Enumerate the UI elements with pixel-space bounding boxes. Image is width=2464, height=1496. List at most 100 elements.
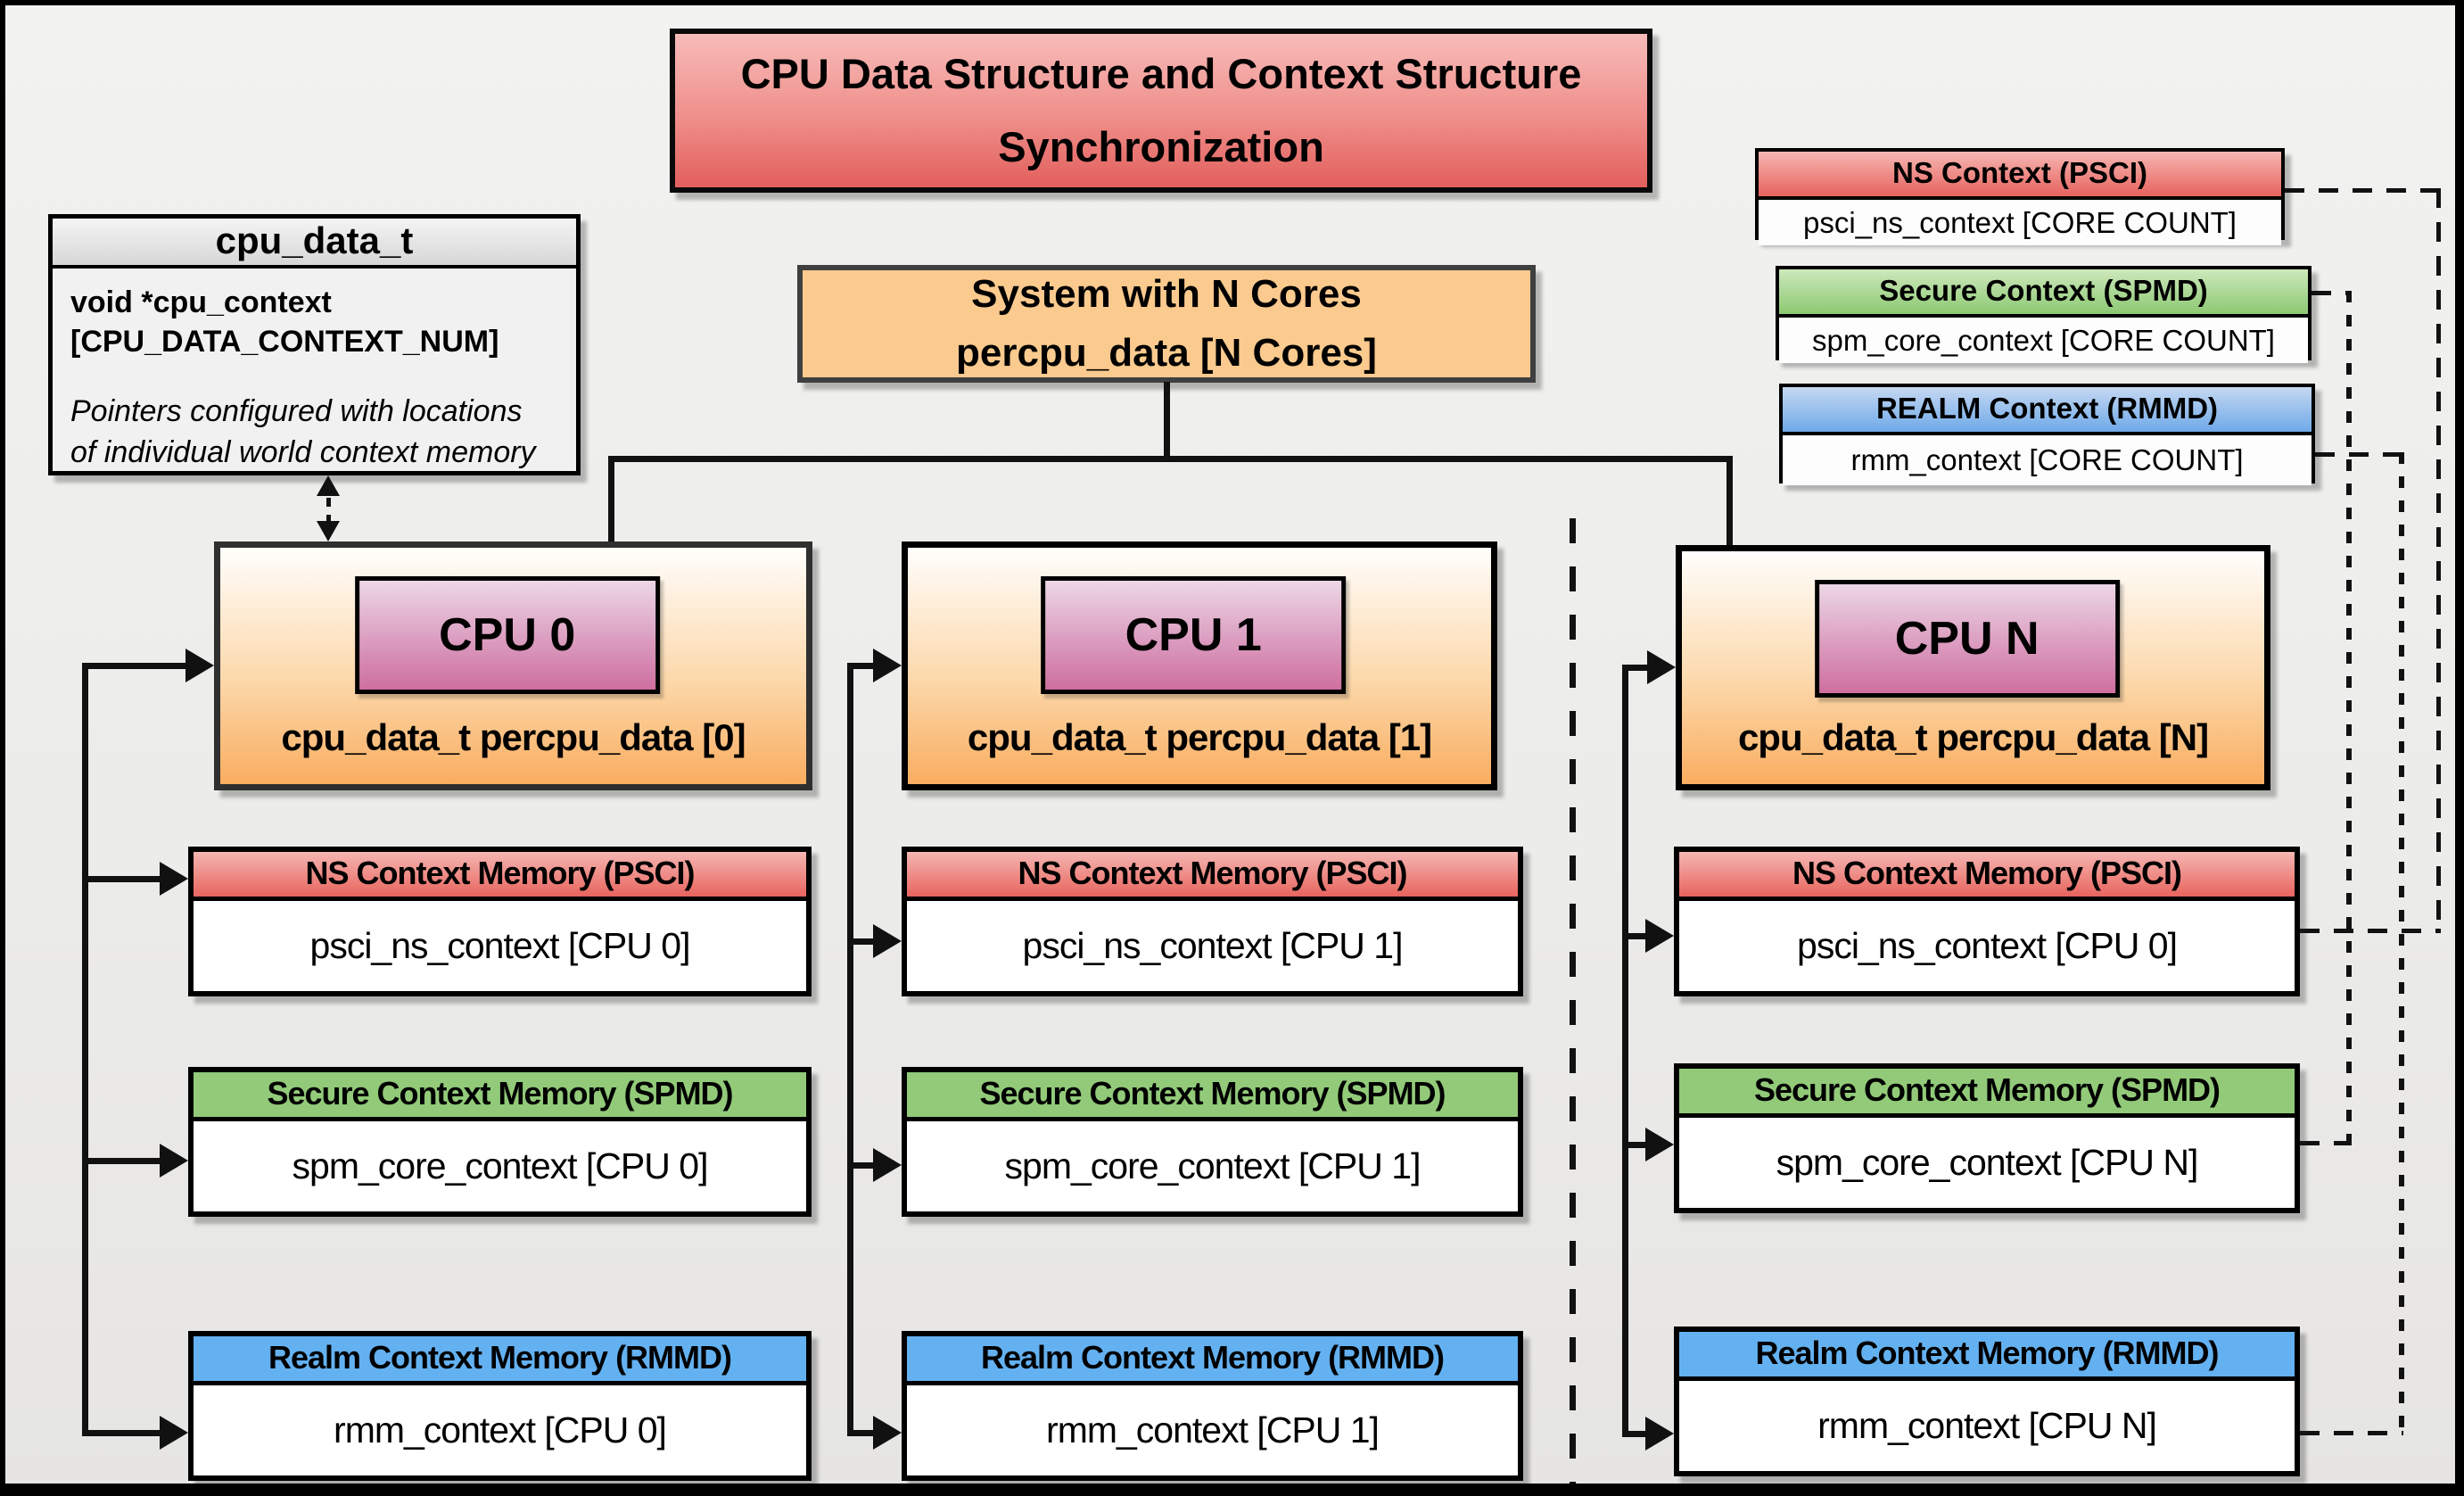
cpun-secure-context-box: Secure Context Memory (SPMD) spm_core_co… — [1674, 1063, 2300, 1213]
legend-secure-header: Secure Context (SPMD) — [1779, 269, 2308, 318]
cpu1-ns-context-header: NS Context Memory (PSCI) — [907, 852, 1518, 901]
cpu1-realm-context-header: Realm Context Memory (RMMD) — [907, 1336, 1518, 1385]
cpu-context-field-line2: [CPU_DATA_CONTEXT_NUM] — [70, 325, 499, 360]
legend-realm-header: REALM Context (RMMD) — [1783, 387, 2312, 435]
legend-secure-route-vertical — [2346, 291, 2352, 1145]
cpu-context-field-line1: void *cpu_context — [70, 285, 332, 319]
cpu1-secure-context-box: Secure Context Memory (SPMD) spm_core_co… — [902, 1067, 1523, 1217]
legend-ns-route-into-cpun — [2300, 929, 2441, 933]
cpun-rail-top-branch — [1622, 665, 1647, 671]
cpu0-ns-context-header: NS Context Memory (PSCI) — [194, 852, 806, 901]
arrow-into-cpu1-secure — [873, 1148, 902, 1182]
legend-ns-context-box: NS Context (PSCI) psci_ns_context [CORE … — [1755, 148, 2285, 245]
legend-secure-route-into-cpun — [2300, 1141, 2351, 1145]
connector-drop-cpu0 — [608, 456, 614, 543]
cpu0-secure-context-box: Secure Context Memory (SPMD) spm_core_co… — [188, 1067, 812, 1217]
cpu1-secure-branch — [851, 1162, 873, 1169]
column-separator-dashed-line — [1570, 518, 1576, 1484]
cpu1-realm-context-body: rmm_context [CPU 1] — [907, 1385, 1518, 1475]
cpu1-rail — [847, 663, 853, 1436]
cpu-data-t-header: cpu_data_t — [53, 219, 576, 269]
arrow-into-cpu0-realm — [160, 1416, 188, 1450]
cpun-rail — [1622, 665, 1628, 1436]
connector-distribution-line — [608, 456, 1733, 462]
cpu1-ns-context-box: NS Context Memory (PSCI) psci_ns_context… — [902, 847, 1523, 996]
double-arrow-up-head — [317, 475, 340, 496]
cpu1-realm-context-box: Realm Context Memory (RMMD) rmm_context … — [902, 1331, 1523, 1481]
struct-note-line1: Pointers configured with locations — [70, 394, 523, 429]
cpun-secure-branch — [1626, 1142, 1645, 1148]
cpu0-realm-context-header: Realm Context Memory (RMMD) — [194, 1336, 806, 1385]
arrow-into-cpu0-box — [185, 649, 214, 682]
legend-realm-body: rmm_context [CORE COUNT] — [1783, 435, 2312, 485]
cpun-realm-branch — [1622, 1431, 1645, 1437]
arrow-into-cpun-ns — [1645, 919, 1674, 953]
connector-drop-cpun — [1726, 456, 1733, 547]
cpu0-realm-context-box: Realm Context Memory (RMMD) rmm_context … — [188, 1331, 812, 1481]
system-box-line1: System with N Cores — [971, 272, 1362, 316]
struct-note-line2: of individual world context memory — [70, 435, 536, 470]
legend-ns-header: NS Context (PSCI) — [1759, 152, 2281, 200]
legend-secure-context-box: Secure Context (SPMD) spm_core_context [… — [1776, 266, 2312, 363]
cpu1-secure-context-body: spm_core_context [CPU 1] — [907, 1121, 1518, 1211]
cpu0-box: CPU 0 cpu_data_t percpu_data [0] — [214, 541, 812, 790]
legend-realm-route-into-cpun — [2300, 1431, 2403, 1435]
cpu1-secure-context-header: Secure Context Memory (SPMD) — [907, 1072, 1518, 1121]
cpu1-label: CPU 1 — [1041, 576, 1347, 694]
arrow-into-cpu1-realm — [873, 1416, 902, 1450]
cpu1-rail-top-branch — [847, 663, 873, 669]
diagram-title-line2: Synchronization — [998, 123, 1324, 170]
cpun-ns-context-header: NS Context Memory (PSCI) — [1679, 852, 2295, 901]
cpu0-rail-top-branch — [82, 663, 185, 669]
legend-secure-route-horizontal — [2312, 291, 2352, 295]
arrow-into-cpu1-box — [873, 649, 902, 682]
cpu0-realm-context-body: rmm_context [CPU 0] — [194, 1385, 806, 1475]
cpu0-ns-context-box: NS Context Memory (PSCI) psci_ns_context… — [188, 847, 812, 996]
cpu1-data-label: cpu_data_t percpu_data [1] — [967, 716, 1432, 758]
cpu1-realm-branch — [847, 1430, 873, 1436]
legend-secure-body: spm_core_context [CORE COUNT] — [1779, 318, 2308, 363]
cpu0-secure-branch — [86, 1158, 160, 1164]
cpu0-ns-context-body: psci_ns_context [CPU 0] — [194, 901, 806, 991]
diagram-title: CPU Data Structure and Context Structure… — [670, 29, 1652, 193]
double-arrow-down-head — [317, 521, 340, 541]
legend-ns-route-vertical — [2436, 188, 2441, 933]
legend-realm-route-vertical — [2399, 452, 2404, 1435]
legend-realm-context-box: REALM Context (RMMD) rmm_context [CORE C… — [1779, 384, 2315, 485]
cpun-data-label: cpu_data_t percpu_data [N] — [1737, 716, 2209, 758]
cpu0-ns-branch — [86, 876, 160, 882]
cpu1-ns-branch — [851, 938, 873, 945]
cpu1-ns-context-body: psci_ns_context [CPU 1] — [907, 901, 1518, 991]
cpun-realm-context-box: Realm Context Memory (RMMD) rmm_context … — [1674, 1327, 2300, 1476]
cpun-realm-context-body: rmm_context [CPU N] — [1679, 1381, 2295, 1471]
cpun-box: CPU N cpu_data_t percpu_data [N] — [1676, 545, 2270, 790]
cpun-realm-context-header: Realm Context Memory (RMMD) — [1679, 1332, 2295, 1381]
cpu0-secure-context-header: Secure Context Memory (SPMD) — [194, 1072, 806, 1121]
arrow-into-cpu0-ns — [160, 862, 188, 896]
cpun-secure-context-body: spm_core_context [CPU N] — [1679, 1118, 2295, 1208]
arrow-into-cpun-box — [1647, 650, 1676, 684]
cpu0-secure-context-body: spm_core_context [CPU 0] — [194, 1121, 806, 1211]
connector-system-trunk — [1164, 382, 1170, 459]
cpu0-realm-branch — [82, 1430, 160, 1436]
cpun-ns-context-box: NS Context Memory (PSCI) psci_ns_context… — [1674, 847, 2300, 996]
double-arrow-dashed-line — [326, 498, 331, 523]
cpun-ns-branch — [1626, 933, 1645, 939]
legend-realm-route-horizontal — [2315, 452, 2403, 457]
arrow-into-cpu1-ns — [873, 924, 902, 958]
cpu0-data-label: cpu_data_t percpu_data [0] — [281, 716, 746, 758]
legend-ns-route-horizontal — [2285, 188, 2441, 193]
legend-ns-body: psci_ns_context [CORE COUNT] — [1759, 200, 2281, 245]
cpu0-label: CPU 0 — [354, 576, 660, 694]
cpun-label: CPU N — [1814, 580, 2120, 698]
cpu-data-t-struct-box: cpu_data_t void *cpu_context [CPU_DATA_C… — [48, 214, 581, 475]
cpun-secure-context-header: Secure Context Memory (SPMD) — [1679, 1069, 2295, 1118]
arrow-into-cpu0-secure — [160, 1144, 188, 1178]
arrow-into-cpun-realm — [1645, 1417, 1674, 1451]
system-box-line2: percpu_data [N Cores] — [956, 331, 1377, 375]
cpu0-rail — [82, 663, 88, 1436]
arrow-into-cpun-secure — [1645, 1128, 1674, 1161]
cpun-ns-context-body: psci_ns_context [CPU 0] — [1679, 901, 2295, 991]
cpu1-box: CPU 1 cpu_data_t percpu_data [1] — [902, 541, 1497, 790]
